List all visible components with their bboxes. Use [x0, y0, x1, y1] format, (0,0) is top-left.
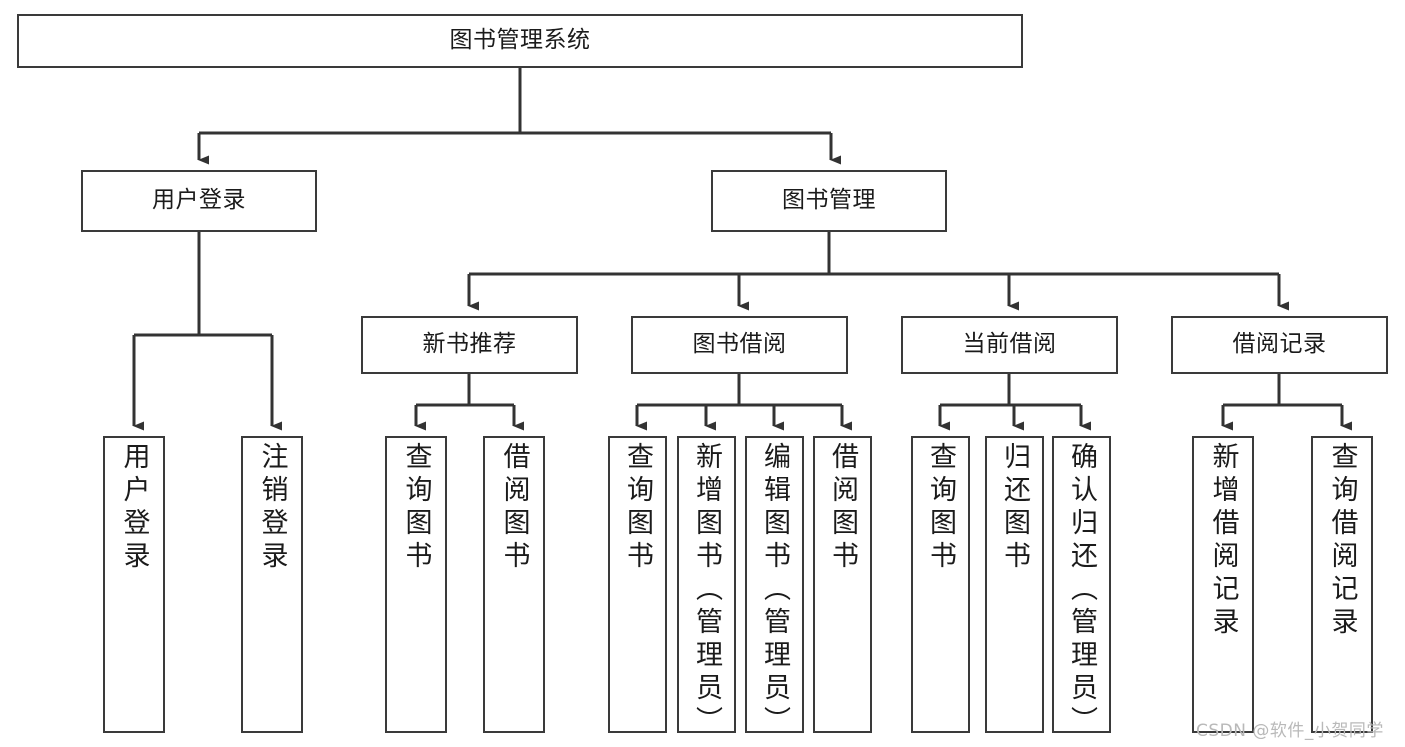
connector-newbook-to-leaves: [414, 374, 524, 431]
leaf-borrow-book-recommend[interactable]: 借阅图书: [483, 436, 545, 733]
leaf-borrow-book-recommend-label: 借阅图书: [498, 442, 530, 574]
node-book-borrow-label: 图书借阅: [692, 331, 787, 358]
leaf-return-book-label: 归还图书: [999, 442, 1030, 574]
leaf-add-borrow-record[interactable]: 新增借阅记录: [1192, 436, 1254, 733]
leaf-logout[interactable]: 注销登录: [241, 436, 303, 733]
node-book-management[interactable]: 图书管理: [711, 170, 947, 232]
leaf-confirm-return-admin-label: 确认归还（管理员）: [1066, 442, 1097, 733]
leaf-query-borrow-record-label: 查询借阅记录: [1326, 442, 1358, 640]
leaf-query-book-current-label: 查询图书: [925, 442, 956, 574]
leaf-add-book-admin-label: 新增图书（管理员）: [691, 442, 722, 733]
leaf-query-borrow-record[interactable]: 查询借阅记录: [1311, 436, 1373, 733]
leaf-add-borrow-record-label: 新增借阅记录: [1207, 442, 1239, 640]
connector-userlogin-to-leaves: [132, 232, 282, 431]
connector-current-to-leaves: [938, 374, 1091, 431]
leaf-query-book-recommend-label: 查询图书: [400, 442, 432, 574]
leaf-query-book-borrow[interactable]: 查询图书: [608, 436, 667, 733]
leaf-confirm-return-admin[interactable]: 确认归还（管理员）: [1052, 436, 1111, 733]
leaf-edit-book-admin-label: 编辑图书（管理员）: [759, 442, 790, 733]
node-current-borrow-label: 当前借阅: [962, 331, 1057, 358]
node-user-login-label: 用户登录: [152, 187, 246, 214]
node-user-login[interactable]: 用户登录: [81, 170, 317, 232]
leaf-borrow-book-label: 借阅图书: [827, 442, 858, 574]
node-borrow-record[interactable]: 借阅记录: [1171, 316, 1388, 374]
leaf-logout-label: 注销登录: [256, 442, 288, 574]
connector-root-to-level2: [197, 68, 841, 165]
leaf-query-book-recommend[interactable]: 查询图书: [385, 436, 447, 733]
node-book-borrow[interactable]: 图书借阅: [631, 316, 848, 374]
node-borrow-record-label: 借阅记录: [1232, 331, 1327, 358]
connector-bookmgmt-to-level3: [467, 232, 1289, 311]
leaf-return-book[interactable]: 归还图书: [985, 436, 1044, 733]
node-new-book-recommend[interactable]: 新书推荐: [361, 316, 578, 374]
leaf-add-book-admin[interactable]: 新增图书（管理员）: [677, 436, 736, 733]
node-root[interactable]: 图书管理系统: [17, 14, 1023, 68]
node-new-book-recommend-label: 新书推荐: [422, 331, 517, 358]
connector-record-to-leaves: [1221, 374, 1352, 431]
node-book-management-label: 图书管理: [782, 187, 876, 214]
csdn-watermark: CSDN @软件_小贺同学: [1196, 721, 1384, 741]
leaf-query-book-borrow-label: 查询图书: [622, 442, 653, 574]
leaf-user-login-label: 用户登录: [118, 442, 150, 574]
node-current-borrow[interactable]: 当前借阅: [901, 316, 1118, 374]
node-root-label: 图书管理系统: [449, 27, 591, 54]
leaf-edit-book-admin[interactable]: 编辑图书（管理员）: [745, 436, 804, 733]
connector-borrow-to-leaves: [635, 374, 852, 431]
leaf-user-login[interactable]: 用户登录: [103, 436, 165, 733]
leaf-query-book-current[interactable]: 查询图书: [911, 436, 970, 733]
leaf-borrow-book[interactable]: 借阅图书: [813, 436, 872, 733]
